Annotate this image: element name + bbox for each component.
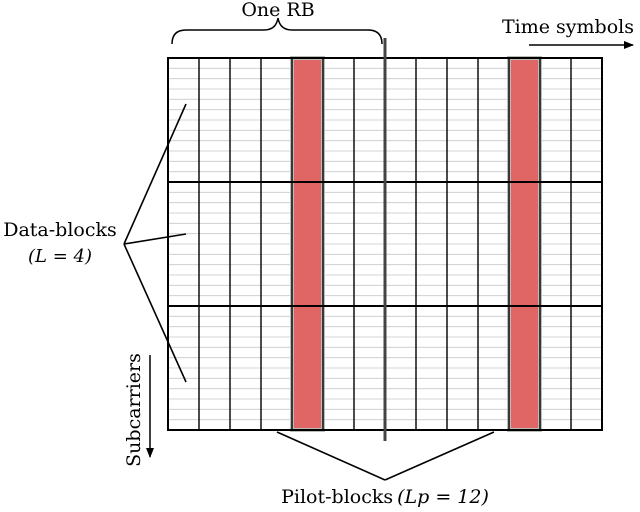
- data-blocks-label: Data-blocks: [3, 219, 117, 241]
- one-rb-brace: [171, 17, 383, 45]
- pilot-column: [507, 56, 542, 432]
- pilot-column: [290, 56, 325, 432]
- one-rb-label: One RB: [241, 0, 314, 21]
- data-blocks-param: (L = 4): [28, 246, 92, 267]
- pilot-blocks-callout-lines: [276, 431, 495, 481]
- time-symbols-label: Time symbols: [502, 16, 634, 38]
- time-symbol-column-lines: [198, 58, 572, 430]
- pilot-blocks-label: Pilot-blocks(Lp = 12): [281, 486, 489, 508]
- data-blocks-callout-lines: [123, 103, 187, 383]
- subcarriers-label: Subcarriers: [123, 353, 145, 467]
